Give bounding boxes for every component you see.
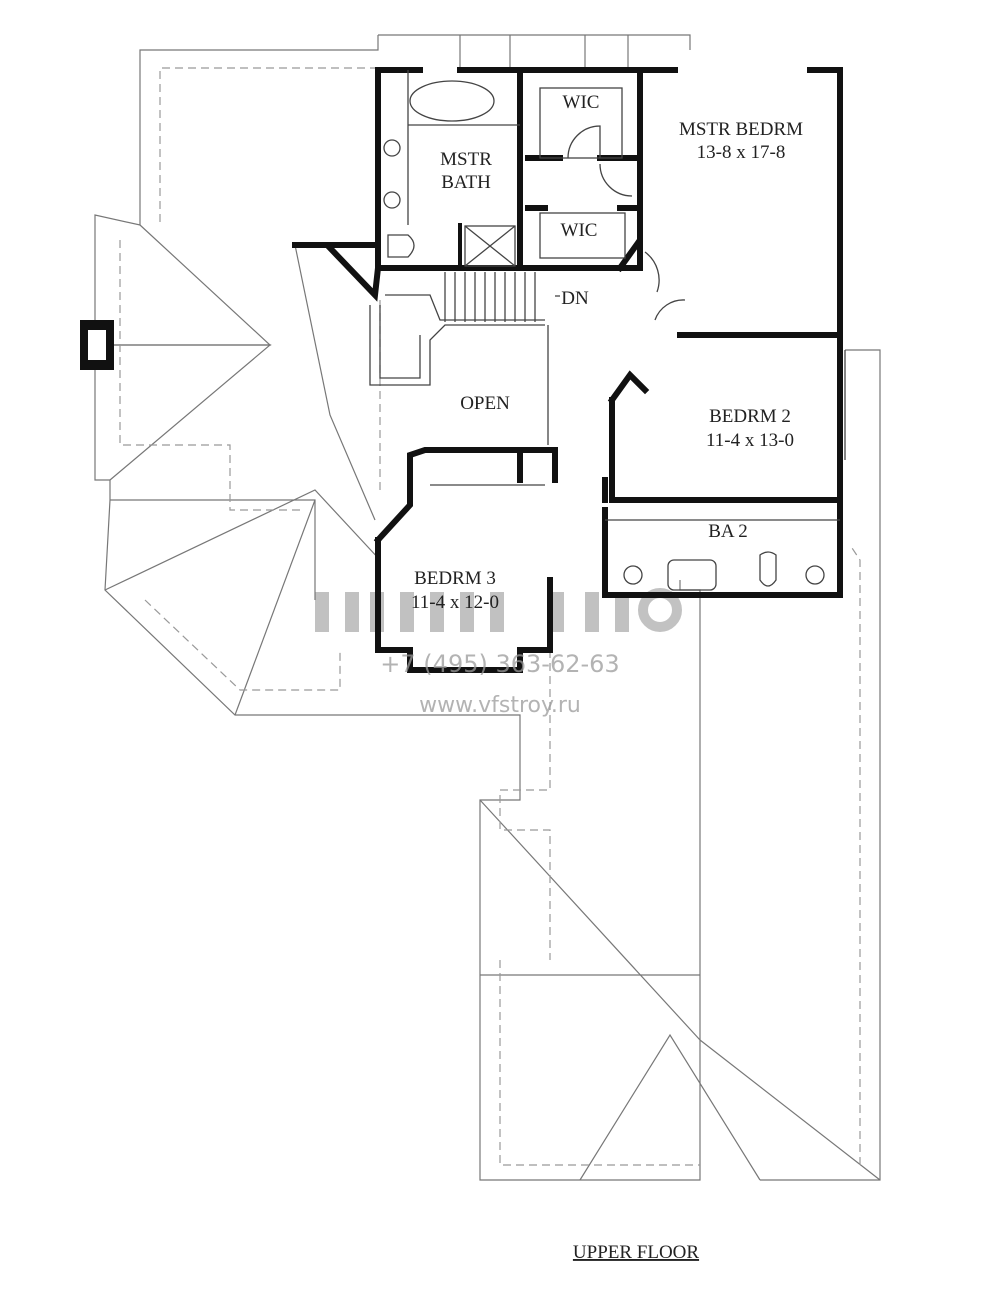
- fixtures: [383, 70, 846, 591]
- walls: [292, 67, 843, 673]
- plan-title: UPPER FLOOR: [573, 1242, 699, 1263]
- bedrm3-size: 11-4 x 12-0: [411, 592, 499, 613]
- ba2-label: BA 2: [708, 521, 748, 542]
- mstr-bath-label-line2: BATH: [441, 172, 491, 193]
- mstr-bedrm-size: 13-8 x 17-8: [697, 142, 786, 163]
- stairs: [369, 272, 560, 445]
- open-label: OPEN: [460, 393, 510, 414]
- wic-top-label: WIC: [563, 92, 600, 113]
- bedrm2-size: 11-4 x 13-0: [706, 430, 794, 451]
- mstr-bedrm-label: MSTR BEDRM: [679, 119, 803, 140]
- watermark-phone: +7 (495) 363-62-63: [380, 650, 619, 678]
- watermark-website: www.vfstroy.ru: [419, 693, 581, 718]
- bedrm2-label: BEDRM 2: [709, 406, 791, 427]
- roof-dashed-lines: [119, 67, 861, 1166]
- roof-outline: [94, 34, 881, 1181]
- wic-bottom-label: WIC: [561, 220, 598, 241]
- mstr-bath-label-line1: MSTR: [440, 149, 492, 170]
- bedrm3-label: BEDRM 3: [414, 568, 496, 589]
- stairs-down-label: DN: [561, 288, 589, 309]
- chimney: [80, 320, 114, 370]
